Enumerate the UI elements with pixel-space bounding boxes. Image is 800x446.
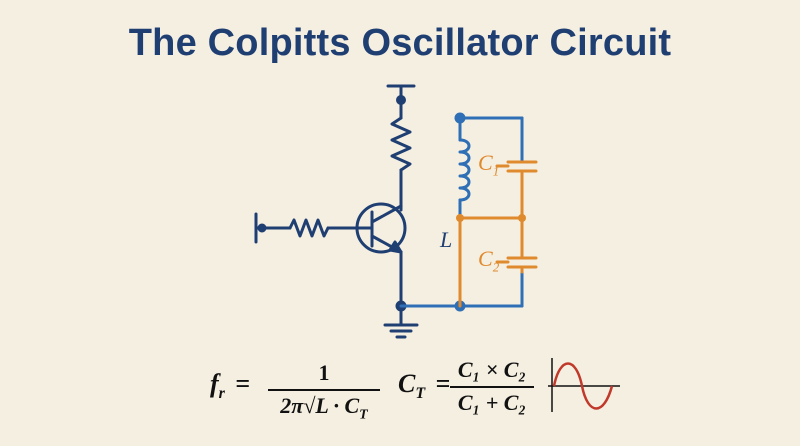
resonant-frequency-lhs: fr = [210, 369, 251, 403]
collector-resistor [390, 116, 412, 172]
c1-label: C1 [478, 150, 500, 179]
page-title: The Colpitts Oscillator Circuit [128, 22, 672, 64]
c2-label: C2 [478, 246, 500, 275]
sine-curve [552, 362, 614, 410]
total-capacitance-denominator: C₁ + C₂ [457, 390, 527, 415]
resonant-frequency-numerator: 1 [318, 360, 330, 385]
total-capacitance-fraction: C₁ × C₂ C₁ + C₂ [450, 357, 534, 416]
inductor-label: L [440, 227, 453, 252]
input-node [257, 223, 267, 233]
resonant-frequency-denominator: 2π√L · CT [280, 393, 368, 423]
supply-node [396, 95, 406, 105]
midpoint-left-node [456, 214, 464, 222]
inductor-coil [458, 138, 471, 202]
emitter-arrow [388, 240, 403, 254]
transistor-collector [370, 204, 403, 224]
base-resistor [288, 218, 330, 238]
fraction-bar [450, 386, 534, 388]
sine-wave-icon [548, 358, 620, 412]
midpoint-right-node [518, 214, 526, 222]
total-capacitance-lhs: CT = [398, 369, 451, 403]
resonant-frequency-fraction: 1 2π√L · CT [268, 360, 380, 423]
total-capacitance-numerator: C₁ × C₂ [457, 357, 527, 382]
fraction-bar [268, 389, 380, 391]
